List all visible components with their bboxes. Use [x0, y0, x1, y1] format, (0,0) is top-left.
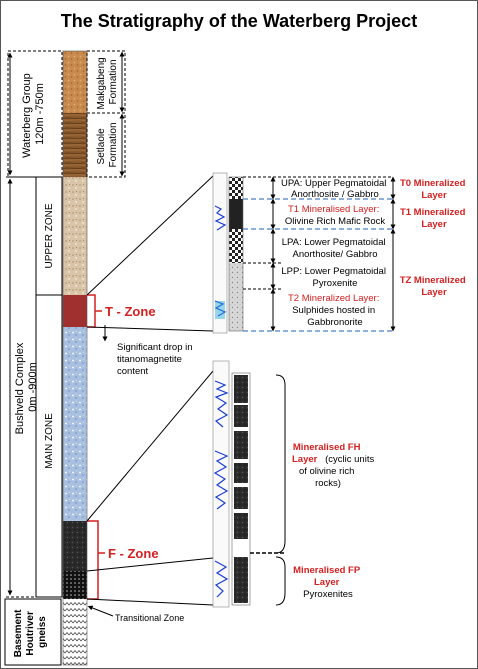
fh-line5: rocks): [315, 478, 341, 489]
fp-line3: Pyroxenites: [303, 589, 353, 600]
titanomagnetite-line3: content: [117, 366, 149, 377]
stratigraphic-column: [62, 50, 88, 666]
fp-layer-label: Mineralised FP Layer Pyroxenites: [293, 565, 363, 600]
gneiss-layer: [63, 599, 87, 665]
t2-layer-line2: Sulphides hosted in: [292, 305, 375, 316]
bushveld-complex-label: Bushveld Complex 0m -900m: [14, 340, 39, 435]
t-zone-layer: [63, 295, 87, 327]
f-zone-label: F - Zone: [108, 546, 159, 561]
makgabeng-label: Makgabeng Formation: [96, 54, 119, 109]
bushveld-complex-name: Bushveld Complex: [14, 342, 26, 434]
tz-mineralized-label: TZ Mineralized Layer: [400, 275, 469, 298]
f-zone-descriptions: Mineralised FH Layer (cyclic units of ol…: [250, 374, 377, 606]
upper-zone-box: UPPER ZONE: [35, 176, 63, 296]
t-zone-descriptions: UPA: Upper Pegmatoidal Anorthosite / Gab…: [243, 176, 469, 332]
basement-label: Basement Houtriver gneiss: [13, 607, 48, 658]
lpp-line2: Pyroxenite: [313, 278, 358, 289]
t2-layer-label: T2 Mineralized Layer: Sulphides hosted i…: [288, 293, 382, 328]
upper-zone-layer: [63, 177, 87, 295]
bushveld-complex-bracket: Bushveld Complex 0m -900m: [6, 176, 62, 598]
figure-title: The Stratigraphy of the Waterberg Projec…: [61, 11, 417, 31]
upper-zone-label: UPPER ZONE: [44, 203, 55, 268]
f-zone-log: [212, 360, 251, 608]
titanomagnetite-line1: Significant drop in: [117, 342, 193, 353]
f-zone-lower-layer: [63, 571, 87, 599]
titanomagnetite-note: Significant drop in titanomagnetite cont…: [102, 325, 195, 377]
t1-layer-label: T1 Mineralised Layer: Olivine Rich Mafic…: [285, 204, 386, 227]
upa-label: UPA: Upper Pegmatoidal Anorthosite / Gab…: [281, 178, 389, 200]
t1-layer-line2: Olivine Rich Mafic Rock: [285, 216, 386, 227]
setlaole-name: Setlaole: [96, 128, 107, 165]
waterberg-group-thickness: 120m -750m: [34, 83, 46, 145]
fh-line3: (cyclic units: [325, 454, 374, 465]
setlaole-type: Formation: [108, 122, 119, 167]
fp-line1: Mineralised FP: [293, 565, 361, 576]
t-zone-log: [212, 172, 244, 334]
waterberg-group-label: Waterberg Group 120m -750m: [21, 70, 46, 158]
waterberg-group-name: Waterberg Group: [21, 73, 33, 158]
t1-mineralized-line2: Layer: [421, 219, 447, 230]
lpp-line1: LPP: Lower Pegmatoidal: [281, 266, 386, 277]
t2-layer-line1: T2 Mineralized Layer:: [288, 293, 379, 304]
t0-mineralized-label: T0 Mineralized Layer: [400, 178, 468, 201]
lpa-line2: Anorthosite/ Gabbro: [292, 249, 377, 260]
t1-layer-line1: T1 Mineralised Layer:: [288, 204, 379, 215]
f-zone-upper-layer: [63, 521, 87, 571]
main-zone-box: MAIN ZONE: [35, 294, 63, 598]
f-zone-callout: F - Zone: [86, 370, 214, 606]
upa-line2: Anorthosite / Gabbro: [291, 189, 379, 200]
transitional-zone-note: Transitional Zone: [87, 605, 184, 623]
setlaole-label: Setlaole Formation: [96, 122, 119, 167]
lpa-line1: LPA: Lower Pegmatoidal: [282, 237, 386, 248]
t0-mineralized-line2: Layer: [421, 190, 447, 201]
main-zone-label: MAIN ZONE: [44, 413, 55, 469]
t-zone-label: T - Zone: [105, 304, 156, 319]
fh-line2: Layer: [292, 454, 318, 465]
t0-mineralized-line1: T0 Mineralized: [400, 178, 466, 189]
tz-mineralized-line1: TZ Mineralized: [400, 275, 466, 286]
makgabeng-layer: [63, 51, 87, 113]
formation-brackets: Makgabeng Formation Setlaole Formation: [86, 50, 126, 178]
basement-box: Basement Houtriver gneiss: [4, 598, 62, 666]
setlaole-layer: [63, 113, 87, 177]
titanomagnetite-line2: titanomagnetite: [117, 354, 182, 365]
t-zone-callout: T - Zone: [86, 175, 214, 332]
makgabeng-type: Formation: [108, 59, 119, 104]
transitional-zone-label: Transitional Zone: [115, 613, 184, 623]
main-zone-layer: [63, 327, 87, 521]
fh-line4: of olivine rich: [299, 466, 354, 477]
basement-line3: gneiss: [37, 616, 48, 648]
makgabeng-name: Makgabeng: [96, 57, 107, 109]
titanomagnetite-text: Significant drop in titanomagnetite cont…: [117, 342, 195, 377]
t1-mineralized-label: T1 Mineralized Layer: [400, 207, 468, 230]
waterberg-group-bracket: Waterberg Group 120m -750m: [7, 50, 63, 178]
upa-line1: UPA: Upper Pegmatoidal: [281, 178, 386, 189]
t1-mineralized-line1: T1 Mineralized: [400, 207, 466, 218]
fh-line1: Mineralised FH: [293, 442, 361, 453]
tz-mineralized-line2: Layer: [421, 287, 447, 298]
fh-layer-label: Mineralised FH Layer (cyclic units of ol…: [292, 442, 377, 489]
lpa-label: LPA: Lower Pegmatoidal Anorthosite/ Gabb…: [282, 237, 389, 260]
bushveld-complex-thickness: 0m -900m: [27, 362, 39, 412]
lpp-label: LPP: Lower Pegmatoidal Pyroxenite: [281, 266, 388, 289]
t2-layer-line3: Gabbronorite: [307, 317, 362, 328]
fp-line2: Layer: [314, 577, 340, 588]
basement-line1: Basement: [13, 609, 24, 657]
basement-line2: Houtriver: [25, 611, 36, 656]
